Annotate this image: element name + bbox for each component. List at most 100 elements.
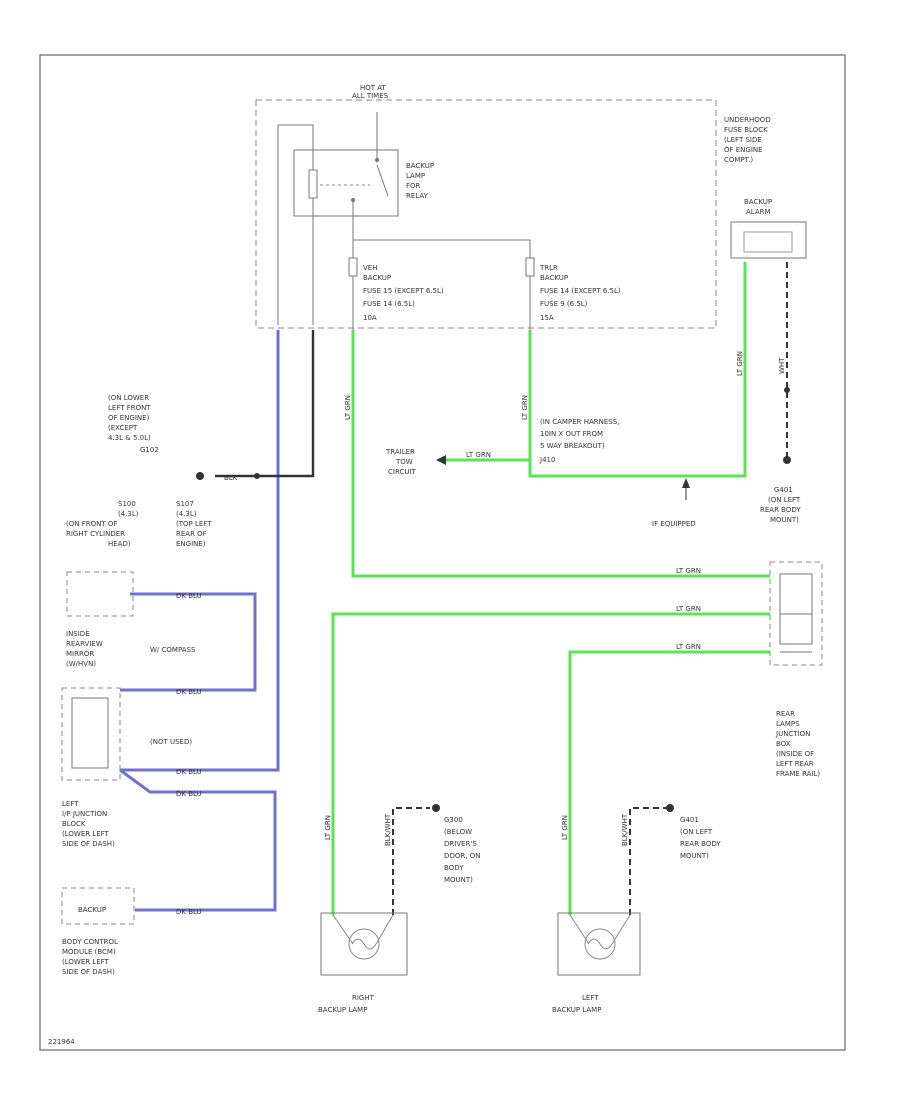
hot-at-label-1: HOT AT [360,84,387,92]
trailer-tow-circuit-label: TRAILER TOW CIRCUIT [385,448,417,476]
svg-text:G401: G401 [774,486,793,494]
svg-text:LT GRN: LT GRN [676,643,701,651]
svg-text:JUNCTION: JUNCTION [775,730,810,738]
svg-text:TRLR: TRLR [539,264,558,272]
svg-text:CIRCUIT: CIRCUIT [388,468,417,476]
svg-text:REARVIEW: REARVIEW [66,640,103,648]
splice-s100-label: S100 (4.3L) (ON FRONT OF RIGHT CYLINDER … [66,500,139,548]
left-backup-lamp: LEFT BACKUP LAMP [552,912,641,1014]
svg-text:4.3L & 5.0L): 4.3L & 5.0L) [108,434,151,442]
inside-rearview-mirror: INSIDE REARVIEW MIRROR (W/HVN) W/ COMPAS… [66,571,196,668]
svg-text:REAR OF: REAR OF [176,530,207,538]
if-equipped-label: IF EQUIPPED [652,520,696,528]
ground-g401-lamp [666,804,674,812]
svg-text:10IN X OUT FROM: 10IN X OUT FROM [540,430,603,438]
svg-text:BACKUP: BACKUP [744,198,772,206]
svg-text:WHT: WHT [778,357,786,374]
svg-text:(LOWER LEFT: (LOWER LEFT [62,830,110,838]
svg-text:DRIVER'S: DRIVER'S [444,840,477,848]
svg-text:(INSIDE OF: (INSIDE OF [776,750,814,758]
trailer-harness-label: (IN CAMPER HARNESS, 10IN X OUT FROM 5 WA… [539,418,619,464]
wire-veh-to-junction [351,330,770,578]
svg-text:BODY CONTROL: BODY CONTROL [62,938,118,946]
svg-text:VEH: VEH [363,264,377,272]
svg-text:G401: G401 [680,816,699,824]
splice-j410 [784,387,790,393]
svg-text:(EXCEPT: (EXCEPT [108,424,138,432]
svg-text:FUSE 14 (EXCEPT 6.5L): FUSE 14 (EXCEPT 6.5L) [540,287,621,295]
svg-text:LAMPS: LAMPS [776,720,800,728]
wire-to-left-lamp [568,650,770,915]
svg-text:DOOR, ON: DOOR, ON [444,852,480,860]
svg-text:G102: G102 [140,446,159,454]
svg-text:(4.3L): (4.3L) [118,510,139,518]
svg-text:REAR: REAR [776,710,795,718]
svg-text:LT GRN: LT GRN [676,567,701,575]
svg-text:UNDERHOOD: UNDERHOOD [724,116,771,124]
svg-text:FOR: FOR [406,182,421,190]
svg-text:TRAILER: TRAILER [385,448,415,456]
ground-points [196,387,791,812]
trlr-backup-fuse: TRLR BACKUP FUSE 14 (EXCEPT 6.5L) FUSE 9… [525,257,621,322]
wire-right-lamp-ground [392,807,430,915]
hot-at-label-2: ALL TIMES [352,92,389,100]
mirror-compass-note: W/ COMPASS [150,646,196,654]
svg-text:RIGHT: RIGHT [352,994,375,1002]
svg-text:DK BLU: DK BLU [176,768,202,776]
svg-text:FUSE 9 (6.5L): FUSE 9 (6.5L) [540,300,588,308]
black-wires [215,262,788,915]
svg-text:TOW: TOW [395,458,413,466]
svg-text:BACKUP: BACKUP [363,274,391,282]
svg-text:DK BLU: DK BLU [176,790,202,798]
trailer-arrow [436,455,446,465]
svg-text:(LEFT SIDE: (LEFT SIDE [724,136,762,144]
svg-text:LT GRN: LT GRN [736,351,744,376]
svg-text:G300: G300 [444,816,463,824]
svg-text:OF ENGINE: OF ENGINE [724,146,763,154]
veh-backup-fuse: VEH BACKUP FUSE 15 (EXCEPT 6.5L) FUSE 14… [348,257,444,322]
wire-mirror-loop [120,592,257,692]
svg-text:(ON LEFT: (ON LEFT [768,496,801,504]
svg-text:LT GRN: LT GRN [521,395,529,420]
svg-text:(LOWER LEFT: (LOWER LEFT [62,958,110,966]
bcm-backup-label: BACKUP [78,906,106,914]
svg-text:(ON LEFT: (ON LEFT [680,828,713,836]
svg-text:I/P JUNCTION: I/P JUNCTION [62,810,107,818]
left-ip-junction-block: (NOT USED) LEFT I/P JUNCTION BLOCK (LOWE… [61,687,192,848]
svg-text:MOUNT): MOUNT) [770,516,799,524]
body-control-module: BACKUP BODY CONTROL MODULE (BCM) (LOWER … [61,887,135,976]
svg-text:BACKUP LAMP: BACKUP LAMP [552,1006,601,1014]
svg-text:(ON LOWER: (ON LOWER [108,394,149,402]
svg-text:(TOP LEFT: (TOP LEFT [176,520,212,528]
svg-text:LT GRN: LT GRN [344,395,352,420]
svg-text:LAMP: LAMP [406,172,425,180]
ground-g401b-label: G401 (ON LEFT REAR BODY MOUNT) [680,816,721,860]
svg-text:ALARM: ALARM [746,208,771,216]
svg-text:LEFT: LEFT [582,994,599,1002]
svg-text:RELAY: RELAY [406,192,429,200]
svg-text:DK BLU: DK BLU [176,908,202,916]
svg-text:BLOCK: BLOCK [62,820,86,828]
svg-text:(BELOW: (BELOW [444,828,472,836]
svg-text:RIGHT CYLINDER: RIGHT CYLINDER [66,530,125,538]
svg-text:LT GRN: LT GRN [324,815,332,840]
svg-text:(4.3L): (4.3L) [176,510,197,518]
svg-text:BLK/WHT: BLK/WHT [621,813,629,846]
relay-switch [376,164,389,197]
svg-text:MOUNT): MOUNT) [444,876,473,884]
svg-text:(ON FRONT OF: (ON FRONT OF [66,520,117,528]
svg-text:(W/HVN): (W/HVN) [66,660,96,668]
underhood-fuse-block-label: UNDERHOOD FUSE BLOCK (LEFT SIDE OF ENGIN… [724,116,771,164]
backup-alarm: BACKUP ALARM [730,198,807,259]
svg-text:S107: S107 [176,500,194,508]
svg-text:S100: S100 [118,500,136,508]
svg-text:LT GRN: LT GRN [466,451,491,459]
svg-text:BACKUP: BACKUP [540,274,568,282]
right-backup-lamp: RIGHT BACKUP LAMP [318,912,408,1014]
svg-text:MIRROR: MIRROR [66,650,94,658]
svg-text:5 WAY BREAKOUT): 5 WAY BREAKOUT) [540,442,605,450]
svg-text:SIDE OF DASH): SIDE OF DASH) [62,840,115,848]
wire-ground-g102 [215,330,315,478]
svg-text:LT GRN: LT GRN [676,605,701,613]
